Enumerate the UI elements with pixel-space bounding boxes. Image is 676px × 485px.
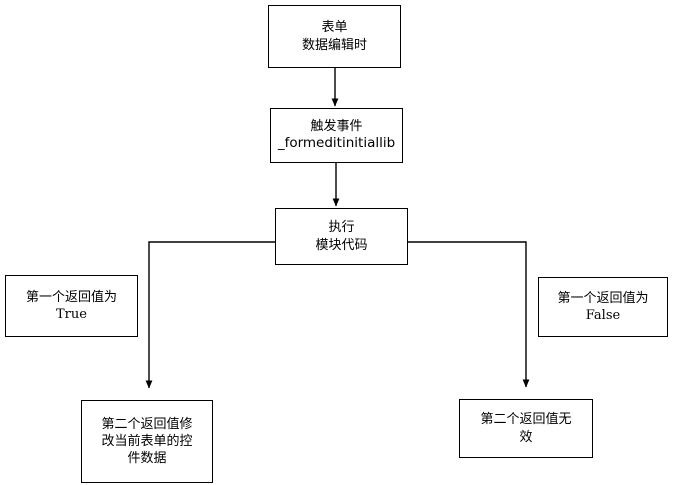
node-invalid-return[interactable]: 第二个返回值无 效 bbox=[459, 399, 593, 458]
node-return-true[interactable]: 第一个返回值为 True bbox=[5, 275, 138, 337]
edge-exec-module-to-invalid-return bbox=[408, 241, 530, 388]
node-modify-control[interactable]: 第二个返回值修 改当前表单的控 件数据 bbox=[81, 400, 213, 483]
node-modify-control-line2: 改当前表单的控 bbox=[101, 433, 193, 449]
node-trigger-event[interactable]: 触发事件 _formeditinitiallib bbox=[270, 108, 403, 163]
node-trigger-event-line1: 触发事件 bbox=[310, 119, 363, 135]
node-exec-module[interactable]: 执行 模块代码 bbox=[275, 208, 408, 265]
node-form-edit-line2: 数据编辑时 bbox=[301, 37, 367, 53]
edge-exec-module-to-modify-control bbox=[145, 241, 275, 389]
node-invalid-return-line2: 效 bbox=[519, 429, 533, 445]
node-exec-module-line1: 执行 bbox=[328, 220, 355, 236]
node-exec-module-line2: 模块代码 bbox=[315, 237, 368, 253]
node-return-false-line1: 第一个返回值为 bbox=[557, 290, 649, 306]
node-return-true-line1: 第一个返回值为 bbox=[25, 289, 117, 305]
node-modify-control-line1: 第二个返回值修 bbox=[101, 416, 193, 432]
node-form-edit[interactable]: 表单 数据编辑时 bbox=[268, 5, 401, 68]
node-trigger-event-line2: _formeditinitiallib bbox=[277, 135, 396, 152]
node-return-false-line2: False bbox=[585, 308, 621, 323]
node-invalid-return-line1: 第二个返回值无 bbox=[480, 412, 572, 428]
node-return-true-line2: True bbox=[56, 307, 87, 322]
node-return-false[interactable]: 第一个返回值为 False bbox=[538, 277, 668, 337]
node-modify-control-line3: 件数据 bbox=[127, 451, 167, 467]
node-form-edit-line1: 表单 bbox=[321, 20, 348, 36]
